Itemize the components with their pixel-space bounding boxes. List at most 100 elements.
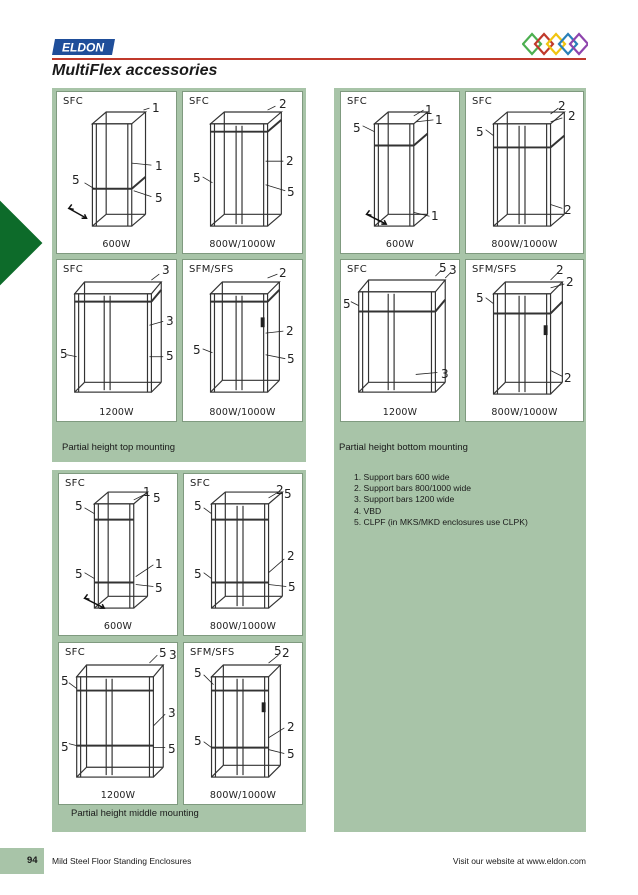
callout: 2 xyxy=(287,549,295,563)
callout: 2 xyxy=(558,99,566,113)
section-marker-icon xyxy=(0,200,43,286)
callout: 5 xyxy=(194,567,202,581)
legend-item: 4. VBD xyxy=(354,505,382,516)
callout: 5 xyxy=(61,674,69,688)
callout: 5 xyxy=(168,742,176,756)
figure-middle-sfm-sfs-800w: SFM/SFS 5 2 5 2 5 5 800W/1000W xyxy=(183,642,303,805)
figure-middle-sfc-600w: SFC 5 1 5 1 5 5 600W xyxy=(58,473,178,636)
callout: 2 xyxy=(282,646,290,660)
cabinet-drawing xyxy=(66,273,164,393)
callout: 3 xyxy=(168,706,176,720)
cabinet-label: SFC xyxy=(65,478,85,489)
callout: 1 xyxy=(143,485,151,499)
callout-2-bottom: 2 xyxy=(564,203,572,217)
callout: 2 xyxy=(287,720,295,734)
caption-bottom-mounting: Partial height bottom mounting xyxy=(339,442,468,453)
callout: 5 xyxy=(75,499,83,513)
callout: 3 xyxy=(449,263,457,277)
width-label: 1200W xyxy=(382,407,418,418)
cabinet-drawing xyxy=(83,491,154,609)
cabinet-label: SFC xyxy=(190,478,210,489)
callout: 1 xyxy=(152,101,160,115)
callout: 2 xyxy=(568,109,576,123)
caption-middle-mounting: Partial height middle mounting xyxy=(71,808,199,819)
figure-bottom-sfc-600w: SFC 5 1 5 1 1 600W xyxy=(340,91,460,254)
callout: 5 xyxy=(353,121,361,135)
callout: 5 xyxy=(194,666,202,680)
cabinet-drawing xyxy=(350,269,452,393)
callout: 5 xyxy=(155,581,163,595)
cabinet-drawing xyxy=(68,654,166,778)
footer-section-title: Mild Steel Floor Standing Enclosures xyxy=(52,856,192,866)
page-number: 94 xyxy=(27,855,38,866)
callout: 5 xyxy=(155,191,163,205)
cabinet-label: SFC xyxy=(65,647,85,658)
cabinet-label: SFC xyxy=(63,264,83,275)
page-title: MultiFlex accessories xyxy=(52,62,218,79)
callout-2-bottom: 2 xyxy=(564,371,572,385)
width-label: 800W/1000W xyxy=(491,407,558,418)
width-label: 800W/1000W xyxy=(209,407,276,418)
figure-middle-sfc-1200w: SFC 5 3 5 3 5 5 1200W xyxy=(58,642,178,805)
callout: 2 xyxy=(566,275,574,289)
cabinet-label: SFM/SFS xyxy=(472,264,517,275)
callout: 1 xyxy=(155,159,163,173)
callout: 5 xyxy=(274,644,282,658)
legend-item: 2. Support bars 800/1000 wide xyxy=(354,483,472,494)
legend-item: 3. Support bars 1200 wide xyxy=(354,494,455,505)
callout: 5 xyxy=(476,291,484,305)
callout: 5 xyxy=(193,171,201,185)
callout: 5 xyxy=(72,173,80,187)
cabinet-label: SFM/SFS xyxy=(190,647,235,658)
cabinet-label: SFC xyxy=(472,96,492,107)
figure-bottom-sfm-sfs-800w: SFM/SFS 5 2 5 2 2 800W/1000W xyxy=(465,259,584,422)
width-label: 800W/1000W xyxy=(491,239,558,250)
width-label: 600W xyxy=(103,621,133,632)
callout: 3 xyxy=(441,367,449,381)
cabinet-drawing xyxy=(202,273,286,393)
callout: 2 xyxy=(286,324,294,338)
legend-item: 1. Support bars 600 wide xyxy=(354,472,450,482)
callout: 2 xyxy=(279,97,287,111)
callout: 5 xyxy=(159,646,167,660)
cabinet-drawing xyxy=(362,109,434,227)
callout: 5 xyxy=(439,261,447,275)
brand-text: ELDON xyxy=(62,41,104,55)
callout: 5 xyxy=(194,734,202,748)
callout: 2 xyxy=(276,483,284,497)
figure-top-sfc-800w: SFC 2 2 5 5 800W/1000W xyxy=(182,91,303,254)
callout: 2 xyxy=(556,263,564,277)
page-number-tab xyxy=(0,848,44,874)
callout: 5 xyxy=(476,125,484,139)
callout: 1 xyxy=(425,103,433,117)
cabinet-drawing xyxy=(485,107,566,227)
callout: 3 xyxy=(166,314,174,328)
callout: 5 xyxy=(60,347,68,361)
callout: 5 xyxy=(288,580,296,594)
brand-diamonds-icon xyxy=(522,32,588,56)
callout: 3 xyxy=(169,648,177,662)
cabinet-label: SFM/SFS xyxy=(189,264,234,275)
callout: 5 xyxy=(153,491,161,505)
width-label: 600W xyxy=(102,239,131,250)
cabinet-label: SFC xyxy=(347,96,367,107)
callout: 5 xyxy=(166,349,174,363)
callout: 2 xyxy=(279,266,287,280)
cabinet-drawing xyxy=(485,271,565,395)
caption-top-mounting: Partial height top mounting xyxy=(62,442,176,453)
figure-top-sfm-sfs-800w: SFM/SFS 2 2 5 5 800W/1000W xyxy=(182,259,303,422)
width-label: 1200W xyxy=(100,790,136,801)
width-label: 800W/1000W xyxy=(209,621,277,632)
callout-1-bottom: 1 xyxy=(431,209,439,223)
cabinet-drawing xyxy=(203,654,285,778)
callout: 5 xyxy=(284,487,292,501)
figure-bottom-sfc-800w: SFC 5 2 5 2 2 800W/1000W xyxy=(465,91,584,254)
callout: 5 xyxy=(75,567,83,581)
figure-top-sfc-600w: SFC 1 1 5 5 600W xyxy=(56,91,177,254)
cabinet-drawing xyxy=(67,107,152,227)
callout: 5 xyxy=(343,297,351,311)
legend-item: 5. CLPF (in MKS/MKD enclosures use CLPK) xyxy=(354,516,528,527)
cabinet-label: SFC xyxy=(63,96,83,107)
eldon-logo: ELDON xyxy=(52,39,115,55)
callout: 5 xyxy=(193,343,201,357)
